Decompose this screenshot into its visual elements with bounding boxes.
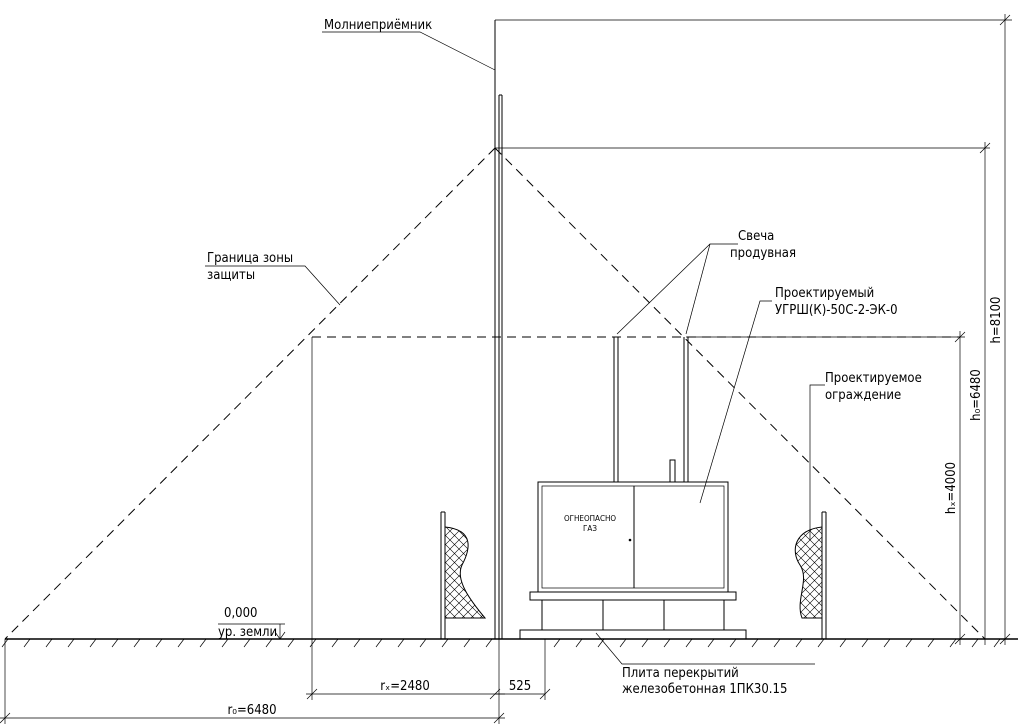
lightning-rod-mast	[494, 20, 503, 639]
dim-h0: h₀=6480	[969, 369, 984, 421]
zone-boundary-label-1: Граница зоны	[207, 251, 293, 266]
fence-label-2: ограждение	[825, 388, 901, 403]
candle-label-1: Свеча	[738, 229, 774, 244]
ground-level-value: 0,000	[224, 606, 257, 621]
gas-cabinet: ОГНЕОПАСНО ГАЗ	[519, 481, 747, 640]
dimension-texts: h=8100 h₀=6480 hₓ=4000 rₓ=2480 525 r₀=64…	[227, 297, 1004, 718]
dim-r0: r₀=6480	[227, 703, 276, 718]
ugrsh-label-1: Проектируемый	[775, 286, 874, 301]
right-fence	[794, 511, 827, 639]
dim-offset: 525	[509, 679, 531, 694]
cabinet-warning-line2: ГАЗ	[583, 524, 597, 533]
cabinet-warning-line1: ОГНЕОПАСНО	[564, 514, 616, 523]
slab-label-2: железобетонная 1ПК30.15	[622, 682, 787, 697]
slab-label-1: Плита перекрытий	[622, 666, 739, 681]
left-fence	[440, 511, 487, 639]
dim-rx: rₓ=2480	[380, 679, 430, 694]
zone-boundary-label-2: защиты	[207, 268, 255, 283]
fence-label-1: Проектируемое	[825, 371, 922, 386]
leader-lines	[205, 31, 825, 665]
text-labels: Молниеприёмник Граница зоны защиты Свеча…	[207, 18, 922, 697]
candle-label-2: продувная	[730, 246, 796, 261]
purge-candles	[613, 337, 689, 483]
lightning-rod-label: Молниеприёмник	[324, 18, 432, 33]
ground-line	[1, 638, 1018, 648]
ground-level-label: ур. земли	[218, 625, 277, 640]
dim-hx: hₓ=4000	[944, 462, 959, 514]
dimension-lines	[0, 14, 1012, 724]
dim-h: h=8100	[989, 297, 1004, 344]
ugrsh-label-2: УГРШ(К)-50С-2-ЭК-0	[775, 303, 898, 318]
